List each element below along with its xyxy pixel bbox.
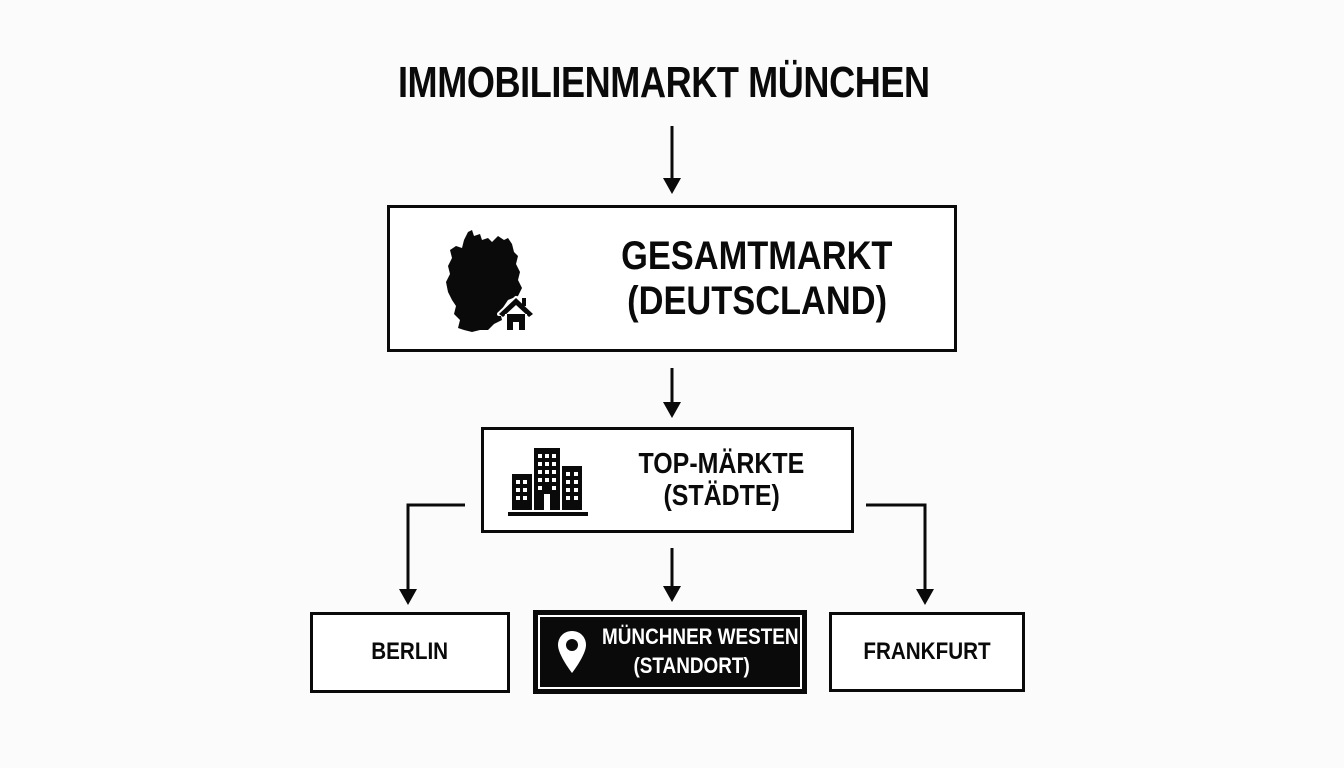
top-maerkte-label-line2: (STÄDTE) [663,480,780,512]
arrow-top-maerkte-to-muenchen [663,548,681,602]
node-frankfurt: FRANKFURT [829,612,1025,692]
gesamtmarkt-label: GESAMTMARKT (DEUTSCLAND) [560,234,954,324]
diagram-title: IMMOBILIENMARKT MÜNCHEN [397,58,930,107]
muenchen-label-line1: MÜNCHNER WESTEN [601,624,799,649]
muenchen-label-line2: (STANDORT) [633,652,751,678]
frankfurt-label-text: FRANKFURT [863,637,991,665]
city-buildings-icon [508,448,588,516]
top-maerkte-label-line1: TOP-MÄRKTE [638,447,805,480]
arrow-gesamtmarkt-to-top-maerkte [663,368,681,418]
frankfurt-label: FRANKFURT [853,637,1001,666]
berlin-label-text: BERLIN [371,638,449,666]
muenchen-label: MÜNCHNER WESTEN (STANDORT) [586,623,799,680]
top-maerkte-label: TOP-MÄRKTE (STÄDTE) [602,448,841,513]
gesamtmarkt-label-line1: GESAMTMARKT [621,233,893,278]
node-gesamtmarkt: GESAMTMARKT (DEUTSCLAND) [387,205,957,352]
arrow-title-to-gesamtmarkt [663,126,681,194]
berlin-label: BERLIN [365,638,454,666]
node-berlin: BERLIN [310,612,510,693]
house-icon [497,296,535,332]
arrow-top-maerkte-to-berlin [399,503,465,605]
germany-map-with-house-icon [446,230,535,332]
arrow-top-maerkte-to-frankfurt [866,503,934,605]
gesamtmarkt-label-line2: (DEUTSCLAND) [627,278,887,323]
node-muenchner-westen: MÜNCHNER WESTEN (STANDORT) [533,610,807,694]
node-top-maerkte: TOP-MÄRKTE (STÄDTE) [481,427,854,533]
location-pin-icon [558,631,586,673]
